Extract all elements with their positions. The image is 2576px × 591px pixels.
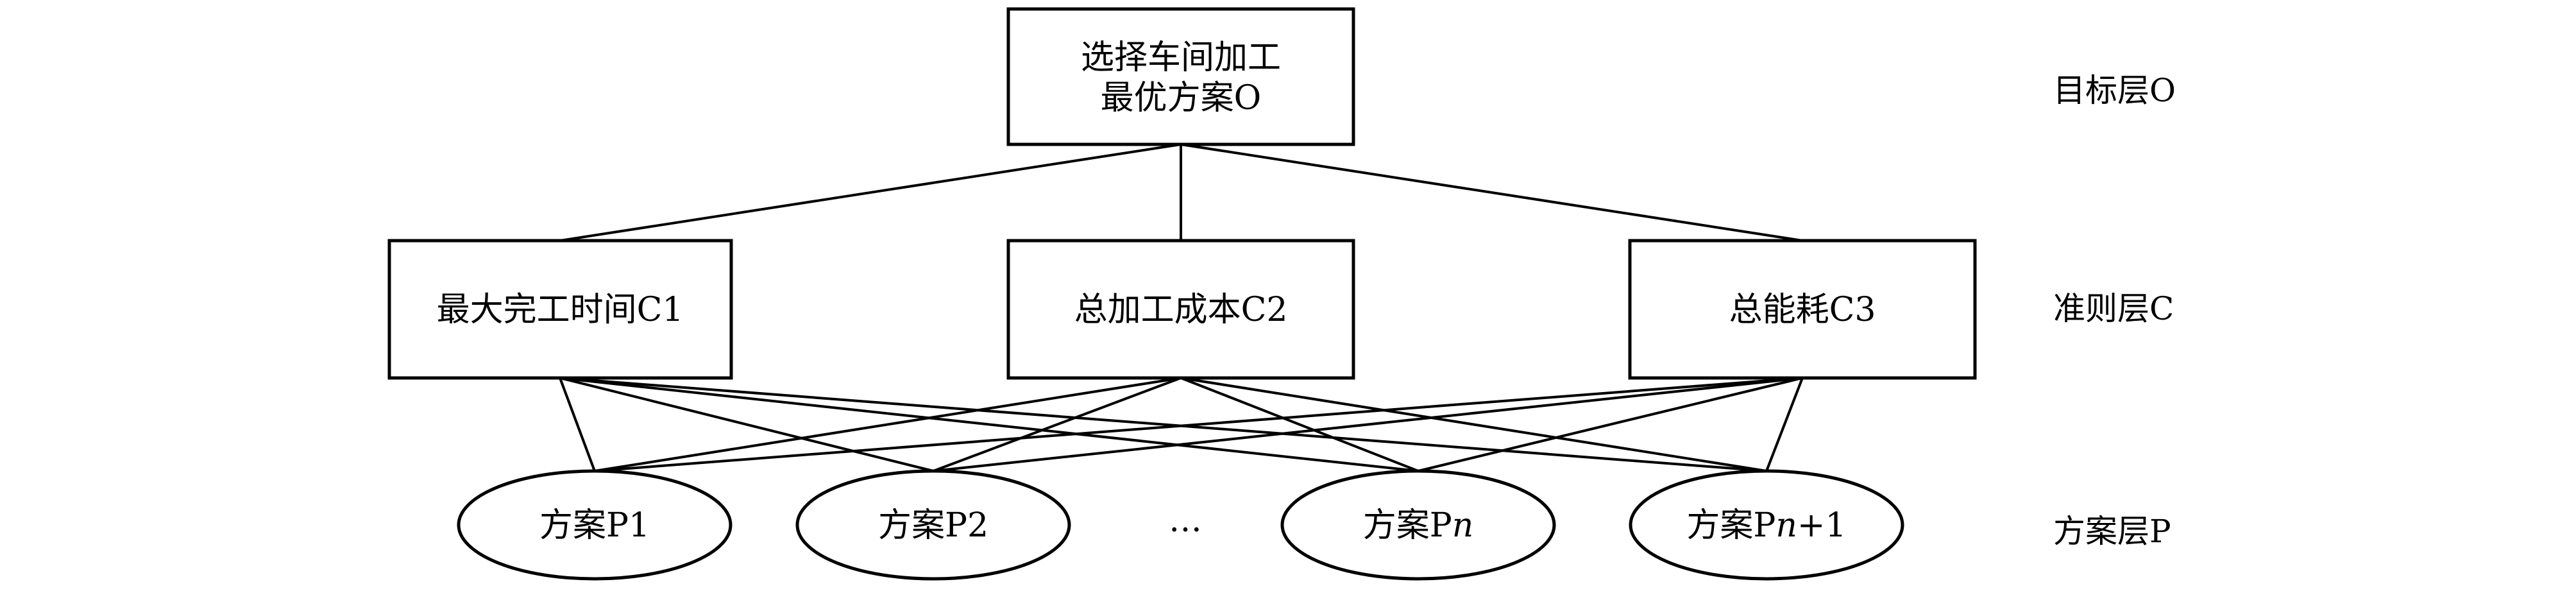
criterion-node-c1: 最大完工时间C1 (387, 239, 733, 380)
edges (559, 143, 1804, 472)
criterion-node-c2: 总加工成本C2 (1006, 239, 1355, 380)
goal-line-1: 选择车间加工 (1081, 39, 1281, 77)
criterion-label: 总能耗C3 (1729, 291, 1876, 329)
edge-line (933, 377, 1182, 472)
alternative-node-pn: 方案Pn (1280, 469, 1556, 581)
edge-line (594, 377, 1803, 472)
edge-line (559, 377, 1767, 472)
layer-label-alternatives: 方案层P (2053, 513, 2171, 550)
layer-label-criteria: 准则层C (2053, 290, 2174, 327)
criterion-label: 最大完工时间C1 (437, 291, 684, 329)
edge-line (1418, 377, 1803, 472)
alternative-label: 方案Pn+1 (1686, 506, 1846, 545)
edge-line (933, 377, 1803, 472)
criterion-label: 总加工成本C2 (1074, 291, 1288, 329)
edge-line (559, 377, 934, 472)
criterion-node-c3: 总能耗C3 (1628, 239, 1977, 380)
edge-line (1765, 377, 1804, 472)
goal-line-2: 最优方案O (1101, 79, 1262, 117)
edge-line (594, 377, 1182, 472)
edge-line (559, 377, 1419, 472)
alternative-label: 方案Pn (1363, 506, 1474, 545)
alternatives-ellipsis: … (1169, 501, 1202, 540)
edge-line (559, 377, 596, 472)
alternative-node-p2: 方案P2 (795, 469, 1071, 581)
edge-line (1180, 377, 1419, 472)
edge-line (1180, 143, 1803, 242)
alternative-label: 方案P2 (878, 506, 988, 545)
alternative-node-p1: 方案P1 (457, 469, 733, 581)
edge-line (559, 143, 1182, 242)
alternative-node-pn-plus-1: 方案Pn+1 (1629, 469, 1904, 581)
goal-node: 选择车间加工 最优方案O (1006, 7, 1355, 146)
edge-line (1180, 377, 1767, 472)
alternative-label: 方案P1 (539, 506, 650, 545)
layer-label-goal: 目标层O (2053, 72, 2176, 109)
